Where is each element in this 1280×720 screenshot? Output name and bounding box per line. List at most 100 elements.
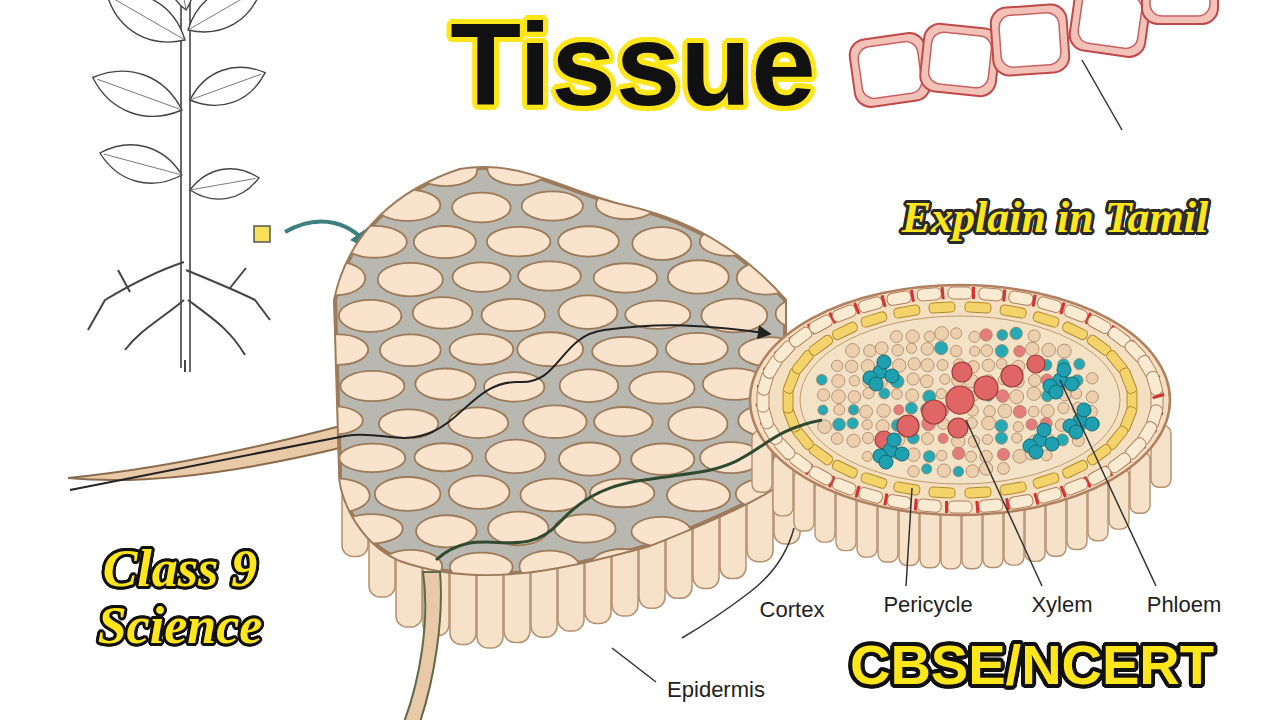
cell-lumen xyxy=(857,40,924,100)
art-shape xyxy=(163,0,198,12)
cortex-cell xyxy=(631,517,690,546)
art-shape xyxy=(886,290,915,307)
cortex-cell xyxy=(450,334,514,365)
vascular-cell xyxy=(1012,433,1022,443)
phloem-cell xyxy=(1045,437,1059,451)
cortex-cell xyxy=(415,368,475,399)
leaf-vein xyxy=(188,0,258,30)
vascular-cell xyxy=(831,360,842,371)
epidermis-cell xyxy=(477,564,503,648)
vascular-cell xyxy=(848,404,859,415)
vascular-cell xyxy=(940,374,950,384)
cortex-cell xyxy=(306,262,365,296)
cortex-cell xyxy=(340,514,403,543)
vascular-cell xyxy=(995,432,1007,444)
endodermis-cell xyxy=(857,486,883,504)
vascular-cell xyxy=(1013,405,1026,418)
cortex-cell xyxy=(557,153,620,184)
pericycle-cell xyxy=(965,487,992,498)
leaf xyxy=(179,0,270,45)
vascular-cell xyxy=(938,433,948,443)
casparian-strip xyxy=(972,287,975,299)
cortex-cell xyxy=(559,295,618,329)
vascular-cell xyxy=(953,447,965,459)
cell-chain xyxy=(848,0,1218,109)
root xyxy=(88,262,184,330)
phloem-cell xyxy=(1029,445,1043,459)
root-hair xyxy=(68,424,348,480)
art-shape xyxy=(848,31,933,109)
vascular-cell xyxy=(1029,374,1041,386)
leaf xyxy=(98,0,195,56)
cortex-cell xyxy=(594,263,658,292)
vascular-cell xyxy=(998,404,1012,418)
vascular-cell xyxy=(890,331,902,343)
cortex-cell xyxy=(518,261,581,290)
endodermis-cell xyxy=(978,499,1003,513)
cortex-cell xyxy=(666,333,728,364)
art-shape xyxy=(1145,370,1164,399)
vascular-cell xyxy=(921,343,934,356)
vascular-cell xyxy=(860,405,873,418)
art-shape xyxy=(1036,296,1065,315)
pericycle-cell xyxy=(893,481,920,495)
xylem-vessel xyxy=(952,362,972,382)
leaf xyxy=(184,57,271,116)
art-shape xyxy=(831,302,861,323)
vascular-cell xyxy=(1013,422,1023,432)
cortex-cell xyxy=(775,226,838,255)
art-shape xyxy=(1142,0,1218,24)
cortex-cell xyxy=(482,299,546,331)
vascular-cell xyxy=(1074,358,1085,369)
cortex-cell xyxy=(737,261,795,294)
vascular-cell xyxy=(951,345,962,356)
zoom-square xyxy=(254,226,270,242)
vascular-cell xyxy=(981,345,993,357)
leaf-vein xyxy=(190,74,261,100)
cortex-cell xyxy=(304,406,363,434)
subtitle-text: Explain in Tamil xyxy=(902,194,1208,242)
vascular-cell xyxy=(906,389,919,402)
vascular-cell xyxy=(847,418,858,429)
vascular-cell xyxy=(997,329,1008,340)
root xyxy=(230,268,246,288)
vascular-cell xyxy=(997,448,1009,460)
art-shape xyxy=(948,287,975,299)
cortex-cell xyxy=(703,155,766,186)
cortex-cell xyxy=(487,153,548,185)
pericycle-cell xyxy=(999,304,1026,318)
casparian-strip xyxy=(1002,289,1006,301)
vascular-cell xyxy=(1028,406,1039,417)
endodermis-cell xyxy=(1062,477,1089,497)
vascular-cell xyxy=(936,389,946,399)
phloem-cell xyxy=(887,433,901,447)
vascular-cell xyxy=(908,466,919,477)
pericycle-cell xyxy=(929,487,956,498)
part-label: Xylem xyxy=(1031,593,1092,617)
phloem-cell xyxy=(1085,417,1099,431)
part-label: Cortex xyxy=(760,598,825,622)
vascular-cell xyxy=(908,358,920,370)
vascular-cell xyxy=(847,434,860,447)
leaf-vein xyxy=(190,178,255,190)
cortex-cell xyxy=(737,550,801,582)
vascular-cell xyxy=(937,360,948,371)
leader-lines xyxy=(612,60,1156,682)
endodermis-cell xyxy=(1062,303,1089,323)
pericycle-cell xyxy=(965,302,992,313)
vascular-cell xyxy=(966,451,977,462)
vascular-cell xyxy=(907,373,919,385)
vascular-cell xyxy=(953,466,964,477)
cortex-cell xyxy=(343,154,404,187)
casparian-strip xyxy=(881,295,887,307)
vascular-cell xyxy=(832,390,846,404)
cortex-cell xyxy=(342,226,407,258)
pericycle-cell xyxy=(999,481,1026,495)
vascular-cell xyxy=(817,389,829,401)
cell-wall xyxy=(1142,0,1218,24)
plant-sketch xyxy=(86,0,271,372)
cell-wall xyxy=(919,22,1002,98)
vascular-core xyxy=(800,316,1120,484)
endodermis-cell xyxy=(948,501,972,513)
